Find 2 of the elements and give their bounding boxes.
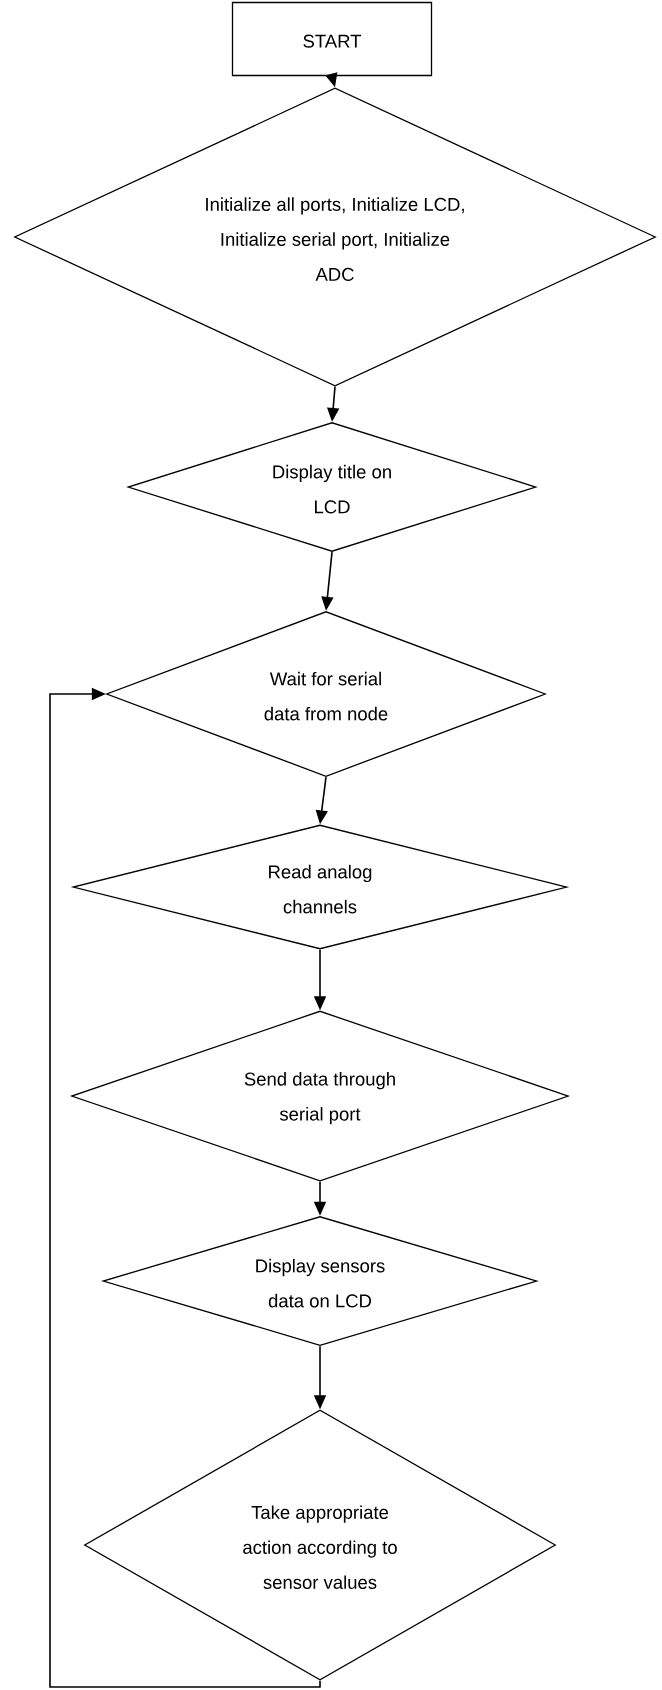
terminal-box: START [231,1,433,77]
loop-arrow [49,687,321,1688]
